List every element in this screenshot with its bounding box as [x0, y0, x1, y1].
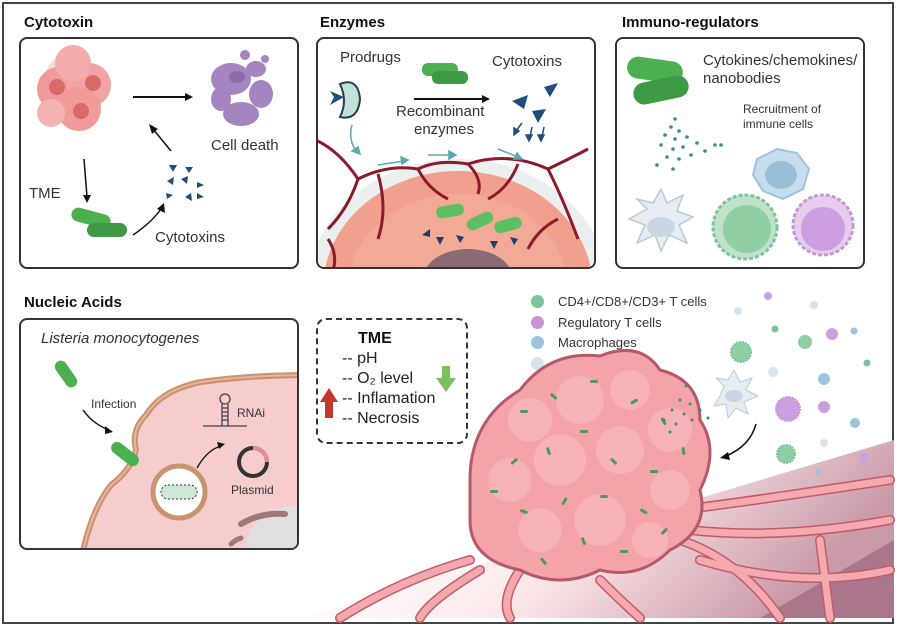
blood-vessels-icon	[318, 139, 589, 267]
bacteria-icon	[422, 63, 468, 84]
dendritic-cell-icon	[627, 187, 695, 253]
diffusion-arrows	[349, 124, 524, 166]
prodrug-icon	[330, 81, 362, 119]
increase-arrow-icon	[320, 388, 338, 418]
tumor-cluster-icon	[37, 45, 111, 131]
section-title-nucleic-acids: Nucleic Acids	[24, 294, 122, 311]
cytotoxin-illustration	[37, 45, 273, 237]
cytotoxin-particles-icon	[166, 165, 204, 201]
panel-immuno-regulators: Cytokines/chemokines/ nanobodies Recruit…	[615, 37, 865, 269]
immuno-illustration	[627, 56, 855, 261]
section-title-enzymes: Enzymes	[320, 14, 386, 31]
bacterium-entering-icon	[111, 441, 139, 467]
label-recruitment-line2: immune cells	[743, 117, 814, 131]
bacteria-icon	[627, 56, 689, 105]
release-arrows	[422, 229, 518, 249]
rnai-hairpin-icon	[203, 393, 247, 427]
section-title-immuno: Immuno-regulators	[622, 14, 759, 31]
tme-item-inflamation: -- Inflamation	[342, 390, 436, 407]
section-title-cytotoxin: Cytotoxin	[24, 14, 94, 31]
downward-arrows	[513, 122, 546, 143]
label-cytotoxins-enzymes: Cytotoxins	[492, 53, 563, 70]
panel-cytotoxin: Cell death TME Cytotoxins	[19, 37, 299, 269]
cytotoxin-particles-icon	[512, 83, 558, 123]
panel-enzymes: Prodrugs Cytotoxins Recombinant enzymes	[316, 37, 596, 269]
macrophage-icon	[751, 147, 811, 201]
intratumoral-bacteria	[436, 203, 522, 234]
t-cell-legend-icon	[531, 295, 544, 308]
enzymes-illustration	[318, 63, 594, 267]
regulatory-t-cell-legend-icon	[531, 316, 544, 329]
label-infection: Infection	[91, 397, 137, 411]
label-rnai: RNAi	[237, 406, 266, 420]
panel-nucleic-acids: Listeria monocytogenes Infection RNAi Pl…	[19, 318, 299, 550]
bacteria-icon	[71, 207, 127, 237]
bacterium-outside-icon	[54, 360, 78, 388]
plasmid-icon	[237, 446, 269, 478]
decrease-arrow-icon	[436, 366, 456, 392]
label-cell-death: Cell death	[211, 137, 279, 154]
t-cell-icon	[711, 193, 779, 261]
label-cytotoxins: Cytotoxins	[155, 229, 226, 246]
dendritic-cell-legend-icon	[531, 357, 544, 370]
label-prodrugs: Prodrugs	[340, 49, 401, 66]
label-recruitment-line1: Recruitment of	[743, 102, 822, 116]
dead-cell-icon	[211, 50, 273, 126]
tme-item-necrosis: -- Necrosis	[342, 410, 420, 427]
label-plasmid: Plasmid	[231, 483, 274, 497]
cytokine-particles-icon	[655, 117, 723, 171]
tme-item-ph: -- pH	[342, 350, 378, 367]
lysed-bacterium	[160, 484, 198, 500]
label-recombinant: Recombinant	[396, 103, 485, 120]
macrophage-legend-icon	[531, 336, 544, 349]
label-cytokines-line1: Cytokines/chemokines/	[703, 52, 858, 69]
nucleic-acids-illustration	[54, 360, 297, 548]
necrotic-core	[426, 249, 510, 267]
organelle	[238, 510, 288, 527]
regulatory-t-cell-icon	[791, 193, 855, 257]
tme-box: TME -- pH -- O₂ level -- Inflamation -- …	[316, 318, 468, 444]
label-tme: TME	[29, 185, 61, 202]
tme-arrows	[320, 366, 456, 418]
label-enzymes: enzymes	[414, 121, 475, 138]
tme-item-o2: -- O₂ level	[342, 370, 414, 387]
tme-title: TME	[358, 330, 392, 347]
label-listeria: Listeria monocytogenes	[41, 330, 200, 347]
label-cytokines-line2: nanobodies	[703, 70, 781, 87]
